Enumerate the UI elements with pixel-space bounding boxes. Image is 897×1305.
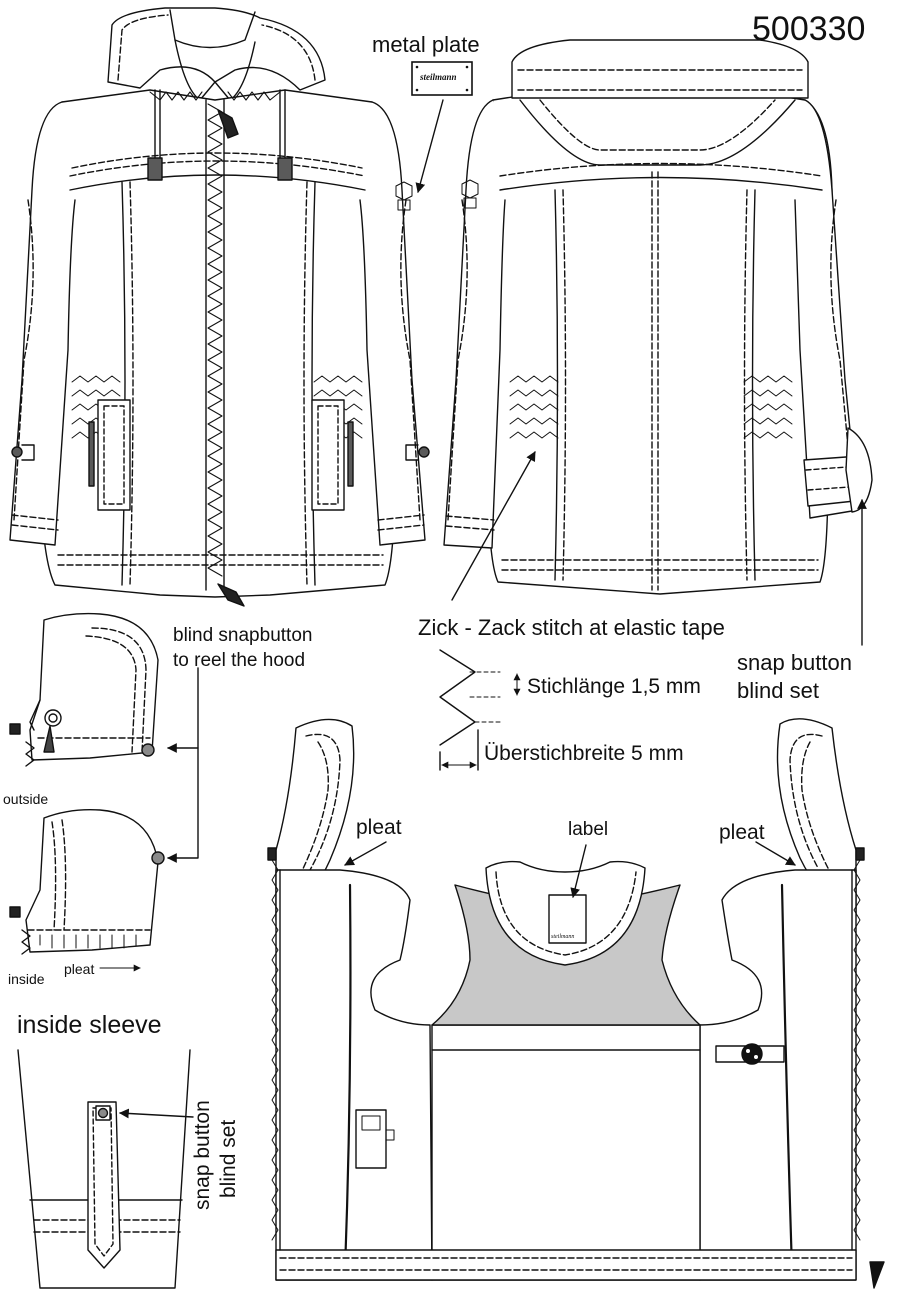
snap-sleeve-label-1: snap button: [191, 1100, 214, 1210]
inside-sleeve-detail: [17, 1049, 191, 1289]
pleat-small-label: pleat: [64, 961, 95, 977]
open-inside-view: [267, 718, 885, 1289]
label-callout: label: [568, 819, 609, 840]
style-number: 500330: [752, 10, 866, 48]
pleat-left-label: pleat: [356, 816, 402, 839]
front-jacket-view: [9, 7, 430, 607]
zigzag-title: Zick - Zack stitch at elastic tape: [418, 615, 725, 640]
inner-label-brand: steilmann: [551, 934, 575, 940]
hood-outside-detail: [9, 612, 159, 767]
stitch-length-label: Stichlänge 1,5 mm: [527, 675, 701, 698]
brand-logo-text: steilmann: [420, 72, 457, 82]
snap-sleeve-label-2: blind set: [217, 1119, 240, 1198]
inside-sleeve-title: inside sleeve: [17, 1011, 162, 1039]
metal-plate-label: metal plate: [372, 32, 480, 57]
metal-plate-icon: [411, 61, 473, 96]
pleat-right-label: pleat: [719, 821, 765, 844]
blind-snap-label-2: to reel the hood: [173, 650, 306, 671]
back-jacket-view: [443, 39, 873, 595]
zigzag-stitch-diagram: [439, 649, 521, 771]
stitch-width-label: Überstichbreite 5 mm: [484, 742, 684, 765]
snap-button-label-1: snap button: [737, 650, 852, 675]
outside-label: outside: [3, 791, 49, 807]
blind-snap-label-1: blind snapbutton: [173, 625, 313, 646]
hood-inside-detail: [9, 808, 165, 955]
snap-button-label-2: blind set: [737, 678, 819, 703]
inside-label: inside: [8, 971, 45, 987]
